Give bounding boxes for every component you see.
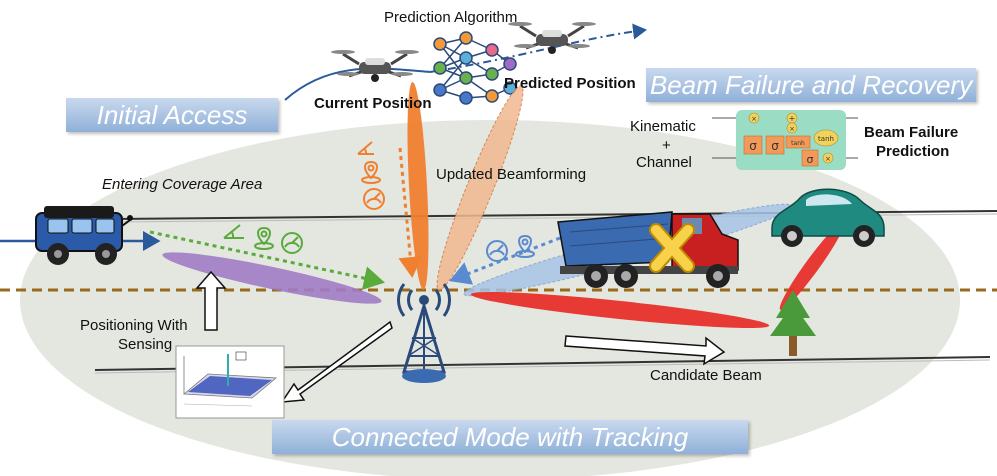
angle-icon-green: [223, 224, 244, 239]
beam-red-tree: [779, 222, 845, 310]
lstm-diagram: σ σ tanh σ tanh × + × ×: [712, 110, 858, 170]
sensing-plot-thumbnail: [175, 345, 285, 419]
beam-red: [470, 291, 770, 329]
lstm-mult-3: ×: [825, 155, 831, 163]
jeep-icon: [35, 206, 133, 265]
banner-connected-mode: Connected Mode with Tracking: [272, 420, 748, 454]
label-beam-failure-prediction-1: Beam Failure: [864, 124, 959, 141]
speed-icon-orange: [363, 188, 385, 210]
label-positioning-2: Sensing: [118, 336, 173, 353]
beam-orange: [407, 82, 429, 290]
arrow-down-left-hollow: [280, 320, 393, 403]
neural-network-icon: [433, 31, 517, 105]
speed-icon-blue: [486, 240, 508, 262]
label-prediction-algorithm: Prediction Algorithm: [384, 9, 518, 26]
drone-predicted-icon: [508, 22, 596, 54]
lstm-add: +: [789, 114, 796, 123]
label-updated-beamforming: Updated Beamforming: [436, 166, 587, 183]
tree-icon: [770, 290, 816, 356]
base-station-icon: [397, 283, 451, 383]
label-entering-coverage: Entering Coverage Area: [102, 176, 263, 193]
label-plus: +: [662, 137, 671, 154]
location-icon-green: [254, 226, 274, 250]
label-kinematic: Kinematic: [630, 118, 696, 135]
location-icon-blue: [515, 234, 535, 258]
blockage-x-icon: [649, 223, 695, 273]
beam-peach: [436, 85, 524, 291]
arrow-orange: [398, 147, 423, 278]
banner-initial-access: Initial Access: [66, 98, 278, 132]
lstm-mult-2: ×: [789, 125, 795, 133]
banner-beam-failure-recovery: Beam Failure and Recovery: [646, 68, 976, 102]
label-predicted-position: Predicted Position: [504, 75, 636, 92]
location-icon-orange: [361, 160, 381, 184]
drone-trajectory: [284, 67, 431, 101]
lstm-tanh-2: tanh: [818, 135, 834, 143]
arrow-right-hollow: [564, 335, 726, 366]
label-beam-failure-prediction-2: Prediction: [876, 143, 950, 160]
speed-icon-green: [281, 232, 303, 254]
arrow-lightblue: [449, 236, 561, 285]
beam-purple: [162, 252, 382, 304]
arrow-up-hollow: [195, 270, 227, 331]
car-icon: [771, 188, 885, 247]
drone-current-icon: [331, 50, 419, 82]
label-channel: Channel: [636, 154, 692, 171]
lstm-mult-1: ×: [751, 115, 757, 123]
angle-icon-orange: [357, 141, 374, 155]
lstm-sigma-3: σ: [807, 153, 814, 166]
label-current-position: Current Position: [314, 95, 432, 112]
lstm-tanh-1: tanh: [791, 140, 805, 147]
label-positioning-1: Positioning With: [80, 317, 188, 334]
lstm-sigma-1: σ: [749, 139, 757, 153]
label-candidate-beam: Candidate Beam: [650, 367, 762, 384]
lstm-sigma-2: σ: [771, 139, 779, 153]
